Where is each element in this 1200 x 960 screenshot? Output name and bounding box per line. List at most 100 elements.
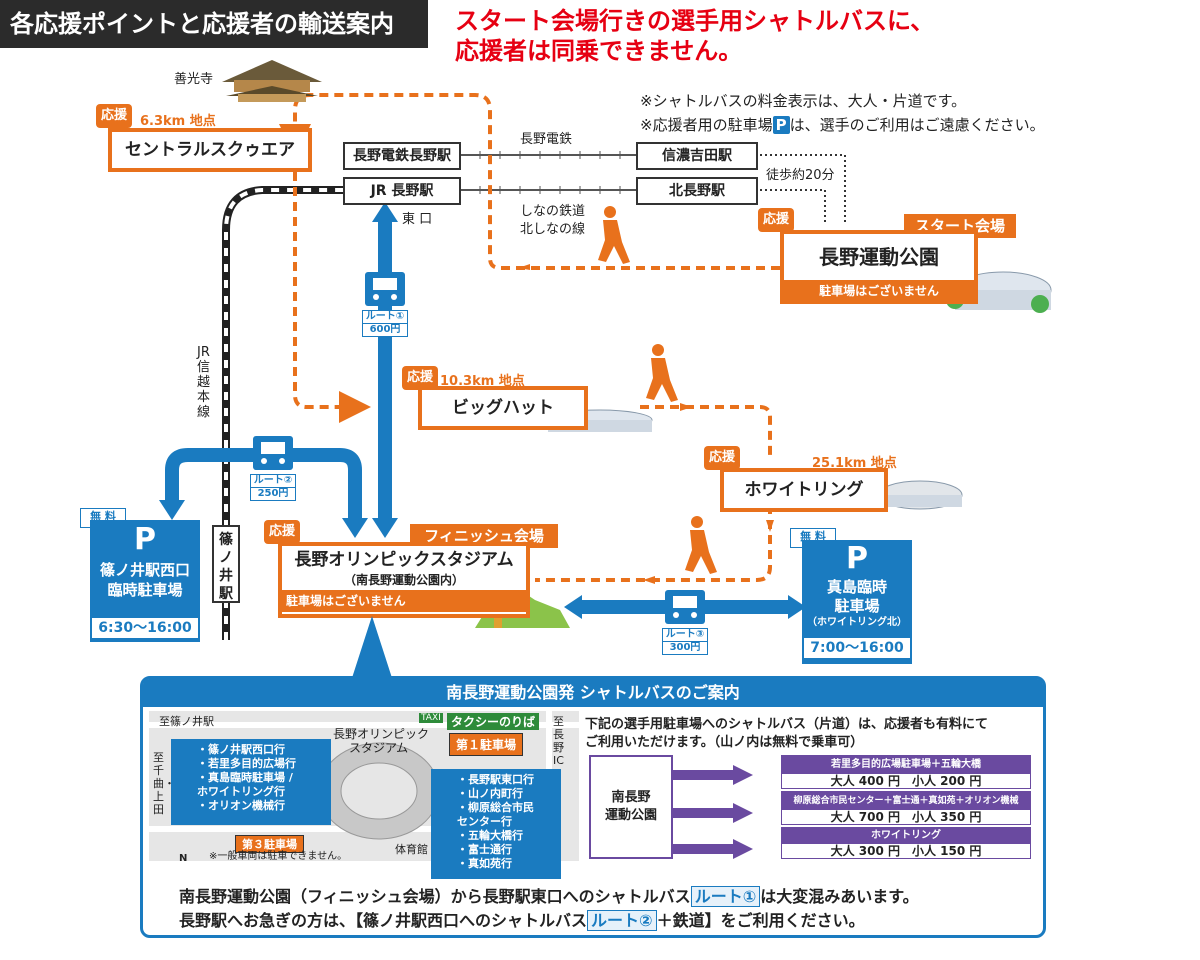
parking-note-prefix: ※応援者用の駐車場 — [640, 116, 773, 134]
fare-dest: 若里多目的広場駐車場＋五輪大橋 — [782, 756, 1030, 774]
left-bus-list: ・篠ノ井駅西口行 ・若里多目的広場行 ・真島臨時駐車場 / ホワイトリング行 ・… — [171, 739, 331, 825]
parking-mashima-sub: （ホワイトリング北） — [807, 617, 907, 628]
fare-row-arrow — [673, 803, 763, 823]
route2-highlight: ルート② — [587, 910, 657, 931]
panel-desc2: ご利用いただけます。（山ノ内は無料で乗車可） — [585, 735, 864, 750]
ouen-badge-start: 応援 — [758, 208, 794, 232]
spot-start-venue: 長野運動公園 駐車場はございません — [780, 230, 978, 304]
bottom-note-2: 長野駅へお急ぎの方は、【篠ノ井駅西口へのシャトルバスルート②＋鉄道】をご利用くだ… — [179, 909, 1039, 933]
list-item: ホワイトリング行 — [197, 785, 285, 798]
list-item: ・山ノ内町行 — [457, 787, 523, 800]
station-kita-nagano: 北長野駅 — [636, 177, 758, 205]
parking-badge: P — [772, 116, 790, 134]
panel-desc1: 下記の選手用駐車場へのシャトルバス（片道）は、応援者も有料にて — [585, 717, 989, 732]
venue-icons — [475, 271, 1052, 628]
origin-line2: 運動公園 — [604, 808, 657, 823]
start-venue-name: 長野運動公園 — [819, 245, 939, 269]
parking-shinonoi-name2: 臨時駐車場 — [107, 581, 183, 599]
parking-mashima-name2: 駐車場 — [834, 597, 880, 615]
warning-line1: スタート会場行きの選手用シャトルバスに、 — [455, 7, 935, 35]
bottom2-a: 長野駅へお急ぎの方は、【篠ノ井駅西口へのシャトルバス — [179, 911, 588, 930]
fare-price: 大人 300 円 小人 150 円 — [830, 844, 982, 858]
right-bus-list: ・長野駅東口行 ・山ノ内町行 ・柳原総合市民 センター行 ・五輪大橋行 ・富士通… — [431, 769, 561, 879]
station-shinonoi: 篠ノ井駅 — [212, 525, 240, 603]
list-item: ・真島臨時駐車場 / — [197, 771, 293, 784]
route3-label: ルート③ — [662, 628, 708, 642]
route3-marker: ルート③ 300円 — [662, 590, 708, 666]
fare-price: 大人 400 円 小人 200 円 — [830, 774, 982, 788]
station-nagano-dentetsu: 長野電鉄長野駅 — [343, 142, 461, 170]
spot-central-square: セントラルスクゥエア — [108, 128, 312, 172]
no-cars-note: ※一般車両は駐車できません。 — [209, 851, 348, 861]
parking-shinonoi: P 篠ノ井駅西口 臨時駐車場 6:30〜16:00 — [90, 520, 200, 642]
list-item: センター行 — [457, 815, 512, 828]
fare-note: ※シャトルバスの料金表示は、大人・片道です。 — [640, 92, 967, 110]
bighat-km: 10.3km 地点 — [440, 374, 525, 389]
lot3-label: 第３駐車場 — [235, 835, 304, 853]
origin-box: 南長野 運動公園 — [589, 755, 673, 859]
east-exit-label: 東 口 — [402, 212, 433, 227]
page-title: 各応援ポイントと応援者の輸送案内 — [0, 0, 428, 48]
line-dentetsu-label: 長野電鉄 — [520, 132, 573, 147]
shuttle-info-panel: 南長野運動公園発 シャトルバスのご案内 至篠ノ井駅 至千曲・上田 至長野IC 長… — [140, 676, 1046, 938]
finish-venue-name: 長野オリンピックスタジアム — [294, 550, 514, 570]
parking-mashima-name1: 真島臨時 — [826, 578, 887, 596]
taxi-icon: TAXI — [419, 713, 443, 723]
walk-label: 徒歩約20分 — [766, 164, 835, 183]
course-segment-3 — [640, 405, 772, 455]
ouen-badge-finish: 応援 — [264, 520, 300, 544]
mini-to-shinonoi: 至篠ノ井駅 — [159, 715, 214, 728]
line-shinano-label2: 北しなの線 — [520, 222, 586, 237]
gym-label: 体育館 — [395, 843, 428, 856]
central-km: 6.3km 地点 — [140, 114, 216, 129]
list-item: ・真如苑行 — [457, 857, 512, 870]
course-segment-2 — [293, 172, 371, 423]
bus-icon — [253, 436, 293, 470]
fare-row-arrow — [673, 839, 763, 859]
route2-marker: ルート② 250円 — [250, 436, 296, 512]
ouen-badge-whitering: 応援 — [704, 446, 740, 470]
parking-mashima: P 真島臨時 駐車場 （ホワイトリング北） 7:00〜16:00 — [802, 540, 912, 664]
ouen-badge-central: 応援 — [96, 104, 132, 128]
list-item: ・若里多目的広場行 — [197, 757, 296, 770]
line-shinano-label1: しなの鉄道 — [520, 204, 586, 219]
route1-marker: ルート① 600円 — [362, 272, 408, 348]
fare-row: ホワイトリング 大人 300 円 小人 150 円 — [781, 827, 1031, 859]
parking-mashima-hours: 7:00〜16:00 — [802, 636, 912, 660]
mini-stadium1: 長野オリンピック — [333, 727, 430, 741]
fare-table: 若里多目的広場駐車場＋五輪大橋 大人 400 円 小人 200 円 柳原総合市民… — [673, 755, 1033, 859]
whitering-km: 25.1km 地点 — [812, 456, 897, 471]
bus-icon — [665, 590, 705, 624]
finish-venue-sub: （南長野運動公園内） — [343, 573, 464, 587]
mini-to-nagano-ic: 至長野IC — [553, 715, 564, 767]
route1-highlight: ルート① — [690, 886, 761, 907]
fare-dest: ホワイトリング — [782, 828, 1030, 844]
spot-big-hat: ビッグハット — [418, 386, 588, 430]
list-item: ・富士通行 — [457, 843, 512, 856]
list-item: ・五輪大橋行 — [457, 829, 523, 842]
origin-line1: 南長野 — [611, 790, 651, 805]
parking-shinonoi-name1: 篠ノ井駅西口 — [99, 561, 190, 579]
mini-to-chikuma: 至千曲・上田 — [153, 751, 175, 816]
jr-shinetsu-label: JR信越本線 — [197, 345, 211, 420]
runner-icons — [598, 206, 717, 574]
spot-finish-venue: 長野オリンピックスタジアム （南長野運動公園内） 駐車場はございません — [278, 542, 530, 618]
station-jr-nagano: JR 長野駅 — [343, 177, 461, 205]
walk-path — [760, 154, 846, 222]
warning-line2: 応援者は同乗できません。 — [455, 37, 743, 65]
route2-fare: 250円 — [250, 488, 296, 501]
parking-p-icon: P — [846, 541, 868, 576]
course-segment-4 — [535, 505, 772, 582]
parking-shinonoi-hours: 6:30〜16:00 — [90, 616, 200, 640]
zenkoji-label: 善光寺 — [174, 72, 214, 87]
mini-stadium2: スタジアム — [349, 741, 409, 755]
north-icon: N — [179, 853, 188, 861]
fare-price: 大人 700 円 小人 350 円 — [830, 810, 982, 824]
bus-icon — [365, 272, 405, 306]
station-shinano-yoshida: 信濃吉田駅 — [636, 142, 758, 170]
start-parking-note: 駐車場はございません — [780, 280, 978, 302]
list-item: ・柳原総合市民 — [457, 801, 534, 814]
fare-dest: 柳原総合市民センター＋富士通＋真如苑＋オリオン機械 — [782, 792, 1030, 810]
